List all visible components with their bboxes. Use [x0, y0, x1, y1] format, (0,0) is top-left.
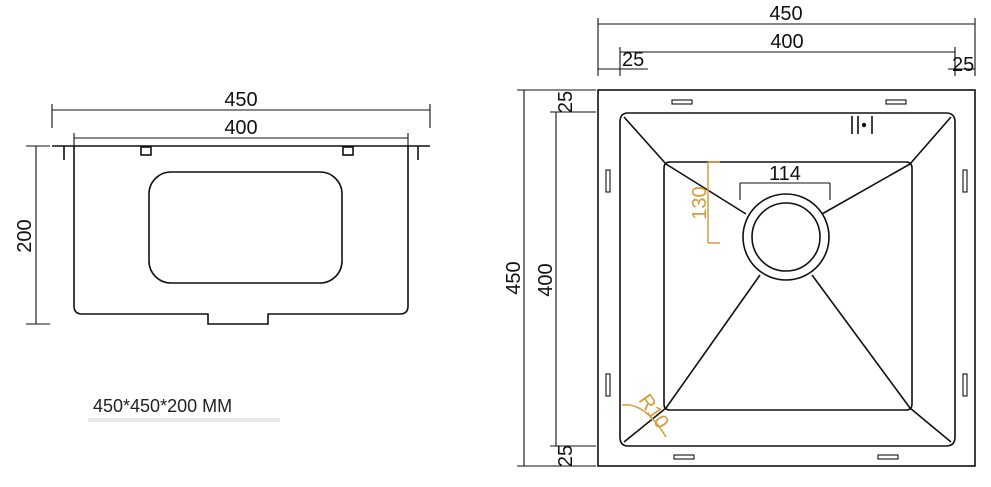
- drain-offset-label: 130: [689, 186, 711, 219]
- top-left-margin-label: 25: [622, 49, 644, 71]
- drain-width-label: 114: [769, 163, 801, 185]
- side-overall-width-label: 450: [224, 89, 257, 111]
- side-inner-width-label: 400: [224, 117, 257, 139]
- side-dim-overall-width: 450: [51, 89, 431, 128]
- corner-radius-label: R10: [634, 390, 673, 433]
- side-dim-height: 200: [14, 145, 50, 325]
- side-view: 450 400 200: [14, 89, 431, 422]
- side-dim-inner-width: 400: [73, 117, 409, 150]
- top-dim-inner-height: 400: [535, 111, 596, 447]
- corner-radius-dim: R10: [621, 390, 673, 438]
- dimensions-caption: 450*450*200 MM: [93, 396, 233, 416]
- top-bowl-bottom: [663, 161, 913, 411]
- top-outer-rim: [597, 89, 976, 467]
- top-right-margin-label: 25: [952, 54, 974, 76]
- top-overall-width-label: 450: [769, 3, 802, 25]
- drain-outer: [742, 193, 830, 281]
- top-dim-overall-width: 450: [597, 3, 976, 76]
- top-inner-width-label: 400: [770, 31, 803, 53]
- drain-offset-dim: 130: [689, 161, 720, 244]
- top-top-margin-label: 25: [555, 91, 577, 113]
- side-height-label: 200: [14, 219, 36, 252]
- side-clip-left: [140, 146, 152, 156]
- drain-width-dim: 114: [739, 163, 831, 200]
- top-dim-inner-width: 400: [619, 31, 956, 76]
- top-bowl-edge: [619, 112, 956, 447]
- side-bowl-window: [148, 171, 343, 284]
- top-overall-height-label: 450: [503, 261, 525, 294]
- top-bottom-margin-label: 25: [555, 445, 577, 467]
- side-bowl-outline: [73, 146, 409, 325]
- side-clip-right: [342, 146, 354, 156]
- top-dim-overall-height: 450: [503, 89, 596, 467]
- top-view: 450 400 25 25 450 400 25 25: [503, 3, 976, 467]
- top-inner-height-label: 400: [535, 263, 557, 296]
- overflow-icon: [851, 116, 873, 134]
- drain-inner: [751, 202, 821, 272]
